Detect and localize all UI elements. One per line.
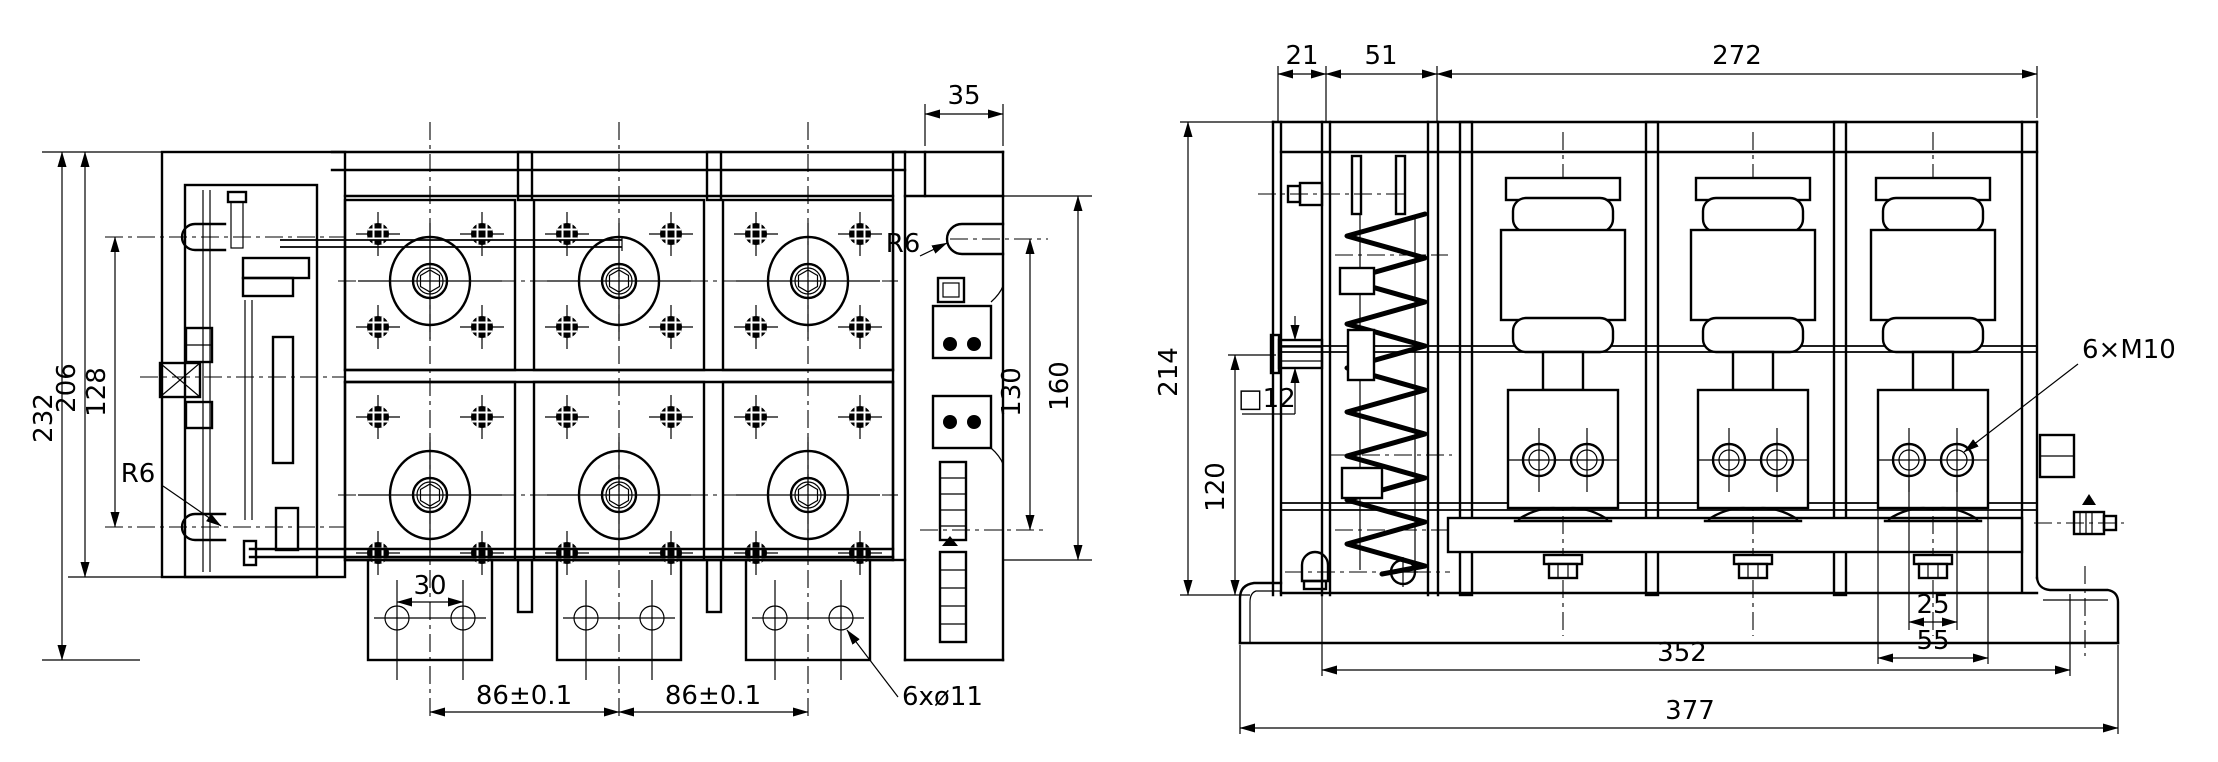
dim-pole-pitch-left: 86±0.1 (429, 681, 620, 717)
terminal-pad (931, 394, 993, 450)
pole-assemblies (1446, 132, 2024, 636)
dim-text: 352 (1657, 638, 1707, 668)
dim-frame-height-front: 206 (52, 151, 162, 578)
dim-text: 25 (1916, 590, 1949, 620)
callout-square-shaft: □12 (1238, 316, 1300, 415)
panel-grid (248, 150, 907, 614)
dim-overall-height-side: 214 (1154, 121, 1273, 596)
right-foot (2035, 576, 2120, 645)
dim-front-offset: 21 (1277, 41, 1327, 122)
side-bracket (903, 150, 1005, 662)
dim-text: 160 (1045, 361, 1075, 411)
dim-top-step: 35 (924, 81, 1004, 146)
dim-text: 86±0.1 (476, 681, 572, 711)
front-dimensions: 232 206 128 R6 35 R6 130 (29, 81, 1092, 717)
callout-text: R6 (886, 229, 921, 259)
right-side-details (2034, 433, 2124, 536)
callout-r6-lower-left: R6 (121, 459, 222, 527)
dim-text: 130 (997, 367, 1027, 417)
dim-text: 30 (413, 571, 446, 601)
dim-body-depth: 272 (1436, 41, 2038, 118)
dim-mechanism-depth: 51 (1325, 41, 1438, 122)
base-plate (1446, 516, 2024, 554)
cross-box (158, 361, 202, 399)
vacuum-pole-2 (1691, 132, 1815, 636)
dim-text: 232 (29, 393, 59, 443)
callout-text: □12 (1238, 384, 1296, 414)
dim-pad-width: 55 (1877, 510, 1989, 664)
dim-terminal-height: 120 (1201, 354, 1276, 596)
callout-text: R6 (121, 459, 156, 489)
dim-text: 214 (1154, 347, 1184, 397)
dim-text: 128 (82, 367, 112, 417)
dim-text: 55 (1916, 626, 1949, 656)
dim-overall-width: 377 (1239, 645, 2119, 734)
terminal-pad (931, 304, 993, 360)
spring-mechanism (1258, 154, 1452, 591)
left-foot (1238, 581, 1283, 645)
r6-notch (945, 222, 1005, 256)
dim-foot-hole-spacing: 30 (396, 571, 464, 607)
side-view: 21 51 272 214 120 □12 (1154, 41, 2176, 734)
dim-pole-pitch-right: 86±0.1 (618, 681, 809, 717)
dim-base-width: 352 (1321, 594, 2071, 676)
dim-text: 35 (947, 81, 980, 111)
dim-bracket-inner: 130 (997, 238, 1035, 531)
front-view: 232 206 128 R6 35 R6 130 (29, 81, 1092, 718)
dim-text: 51 (1364, 41, 1397, 71)
vacuum-pole-1 (1501, 132, 1625, 636)
dim-text: 206 (52, 363, 82, 413)
dim-terminal-spacing: 25 (1908, 480, 1958, 630)
upper-hook (180, 222, 227, 252)
side-dimensions: 21 51 272 214 120 □12 (1154, 41, 2176, 734)
dim-text: 272 (1712, 41, 1762, 71)
mounting-feet (366, 558, 872, 680)
dim-overall-height-front: 232 (29, 151, 162, 661)
callout-text: 6xø11 (902, 682, 983, 712)
dim-mechanism-height: 128 (82, 236, 120, 528)
dim-text: 21 (1285, 41, 1318, 71)
callout-mounting-holes: 6xø11 (846, 629, 983, 712)
lower-hook (180, 512, 227, 542)
mechanism-housing (158, 150, 347, 579)
vacuum-pole-3 (1871, 132, 1995, 636)
callout-r6-upper-right: R6 (886, 229, 948, 259)
dim-text: 86±0.1 (665, 681, 761, 711)
side-base (1238, 566, 2120, 656)
dim-bracket-height: 160 (1003, 195, 1092, 561)
dim-text: 377 (1665, 696, 1715, 726)
callout-terminal-thread: 6×M10 (1963, 335, 2176, 453)
dim-text: 120 (1201, 462, 1231, 512)
callout-text: 6×M10 (2082, 335, 2176, 365)
